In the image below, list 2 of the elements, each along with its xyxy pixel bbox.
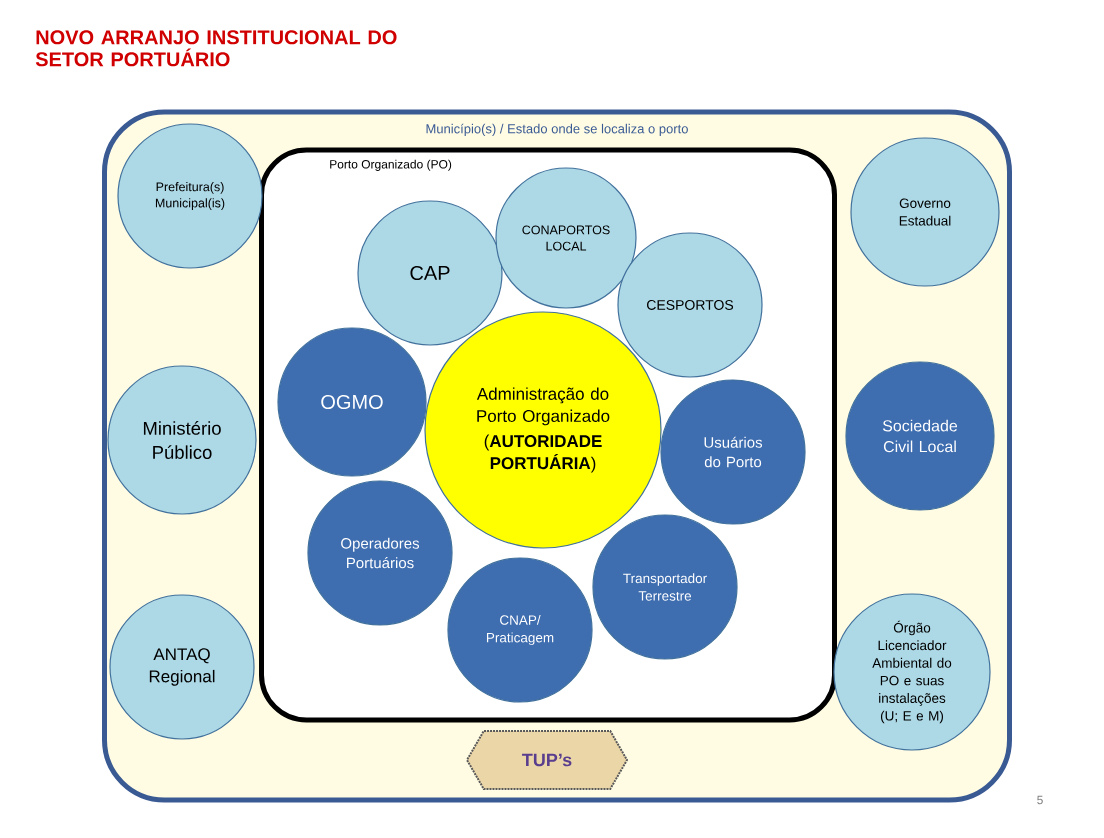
- page-number: 5: [1037, 795, 1043, 805]
- title: NOVO ARRANJO INSTITUCIONAL DO SETOR PORTUÁRIO: [35, 30, 397, 67]
